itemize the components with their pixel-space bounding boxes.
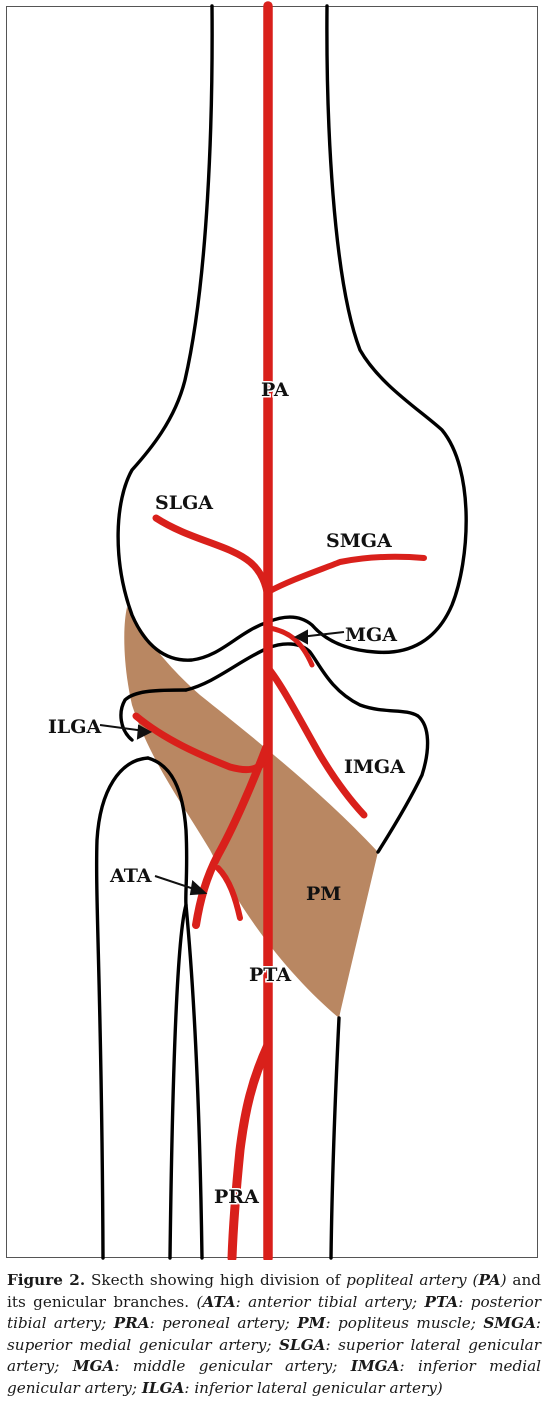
label-slga: SLGA	[155, 492, 213, 514]
femur-outline-right	[266, 4, 468, 655]
tibia-shaft-right	[329, 1016, 341, 1260]
label-imga: IMGA	[344, 756, 405, 778]
tibia-shaft-left	[184, 903, 204, 1260]
ilga-pointer-line	[99, 724, 146, 732]
label-pa: PA	[261, 379, 289, 401]
knee-diagram: PA SLGA SMGA MGA ILGA IMGA ATA PM PTA PR…	[48, 1, 468, 1260]
fibula-outline	[94, 756, 189, 1260]
figure-caption: Figure 2. Skecth showing high division o…	[7, 1271, 541, 1397]
slga-artery	[152, 514, 272, 601]
label-pta: PTA	[249, 964, 291, 986]
ata-branch	[215, 865, 243, 921]
ata-pointer-head	[189, 880, 208, 896]
smga-artery	[265, 553, 427, 595]
mga-artery	[267, 625, 315, 668]
popliteus-muscle	[124, 607, 378, 1018]
imga-artery	[264, 664, 368, 819]
ata-artery	[192, 744, 270, 929]
mga-pointer-head	[293, 629, 308, 645]
label-pm: PM	[306, 883, 341, 905]
label-ilga: ILGA	[48, 716, 101, 738]
label-pra: PRA	[214, 1186, 259, 1208]
label-smga: SMGA	[326, 530, 392, 552]
label-ata: ATA	[109, 865, 152, 887]
peroneal-artery	[227, 1040, 273, 1260]
caption-figure-label: Figure 2.	[7, 1271, 86, 1289]
femur-outline-left	[116, 4, 270, 662]
label-mga: MGA	[345, 624, 397, 646]
ilga-pointer-head	[136, 724, 153, 740]
